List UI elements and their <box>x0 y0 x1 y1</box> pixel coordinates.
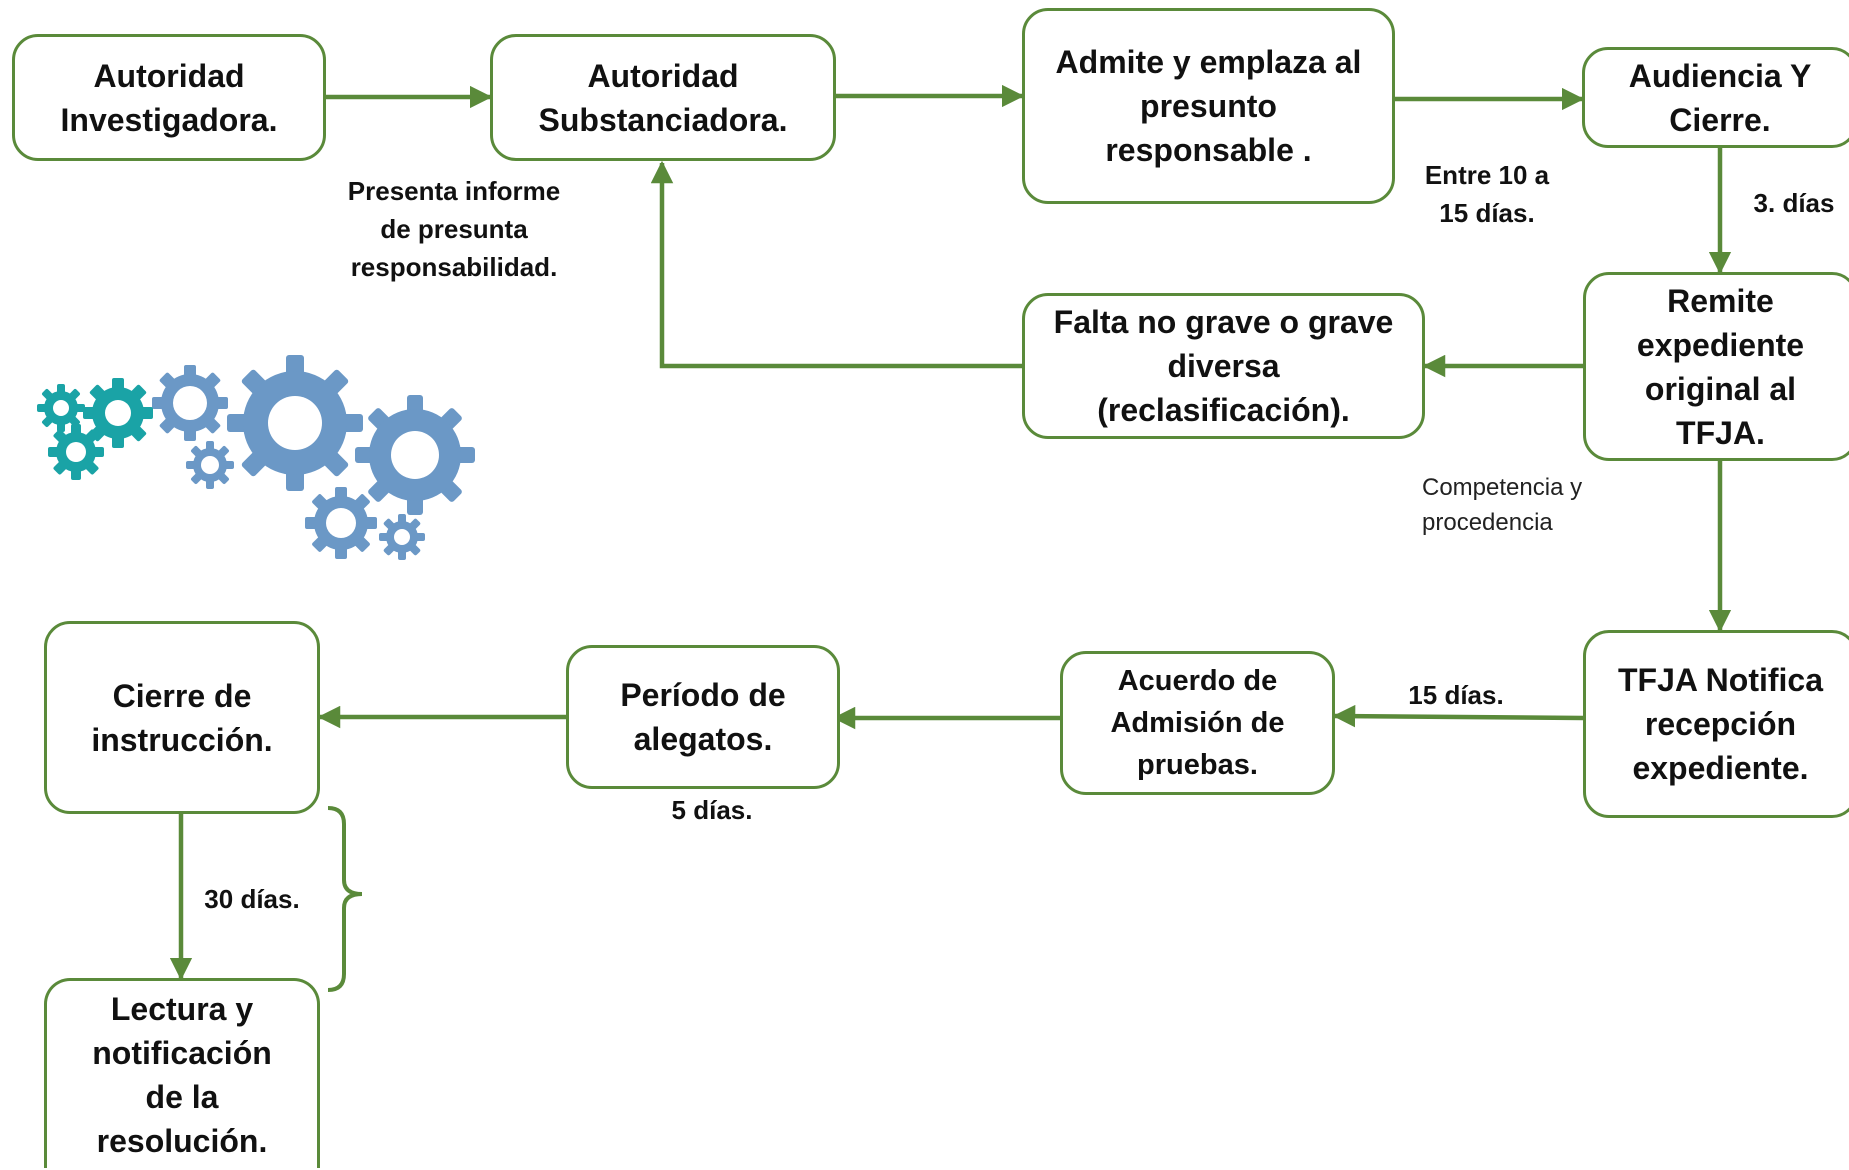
gear-bottom <box>305 487 377 559</box>
box-autoridad-substanciadora: Autoridad Substanciadora. <box>490 34 836 161</box>
gear-right <box>355 395 475 515</box>
box-admite-emplaza: Admite y emplaza al presunto responsable… <box>1022 8 1395 204</box>
arrow-falta-substanciadora <box>650 160 1022 369</box>
gear-small-a <box>186 441 234 489</box>
brace <box>327 806 363 992</box>
arrow-tfja-acuerdo <box>1332 704 1584 728</box>
box-audiencia-cierre: Audiencia Y Cierre. <box>1582 47 1849 148</box>
box-cierre-instruccion: Cierre de instrucción. <box>44 621 320 814</box>
box-autoridad-investigadora: Autoridad Investigadora. <box>12 34 326 161</box>
box-periodo-alegatos: Período de alegatos. <box>566 645 840 789</box>
gear-large <box>227 355 363 491</box>
box-lectura-notificacion: Lectura y notificación de la resolución. <box>44 978 320 1168</box>
gear-teal-c <box>48 424 104 480</box>
label-30-dias: 30 días. <box>204 884 300 914</box>
gear-teal-b <box>37 384 85 432</box>
label-15-dias: 15 días. <box>1408 680 1504 710</box>
label-presenta-informe: Presenta informe de presunta responsabil… <box>347 176 561 282</box>
gears-icon <box>37 355 475 560</box>
box-acuerdo-admision: Acuerdo de Admisión de pruebas. <box>1060 651 1335 795</box>
box-falta-no-grave: Falta no grave o grave diversa (reclasif… <box>1022 293 1425 439</box>
label-5-dias: 5 días. <box>671 795 753 825</box>
box-tfja-notifica: TFJA Notifica recepción expediente. <box>1583 630 1849 818</box>
gear-small-b <box>379 514 425 560</box>
gear-mid <box>152 365 228 441</box>
box-remite-expediente: Remite expediente original al TFJA. <box>1583 272 1849 461</box>
label-entre-10-15-dias: Entre 10 a 15 días. <box>1424 160 1550 228</box>
label-competencia-procedencia: Competencia y procedencia <box>1422 474 1583 536</box>
label-3-dias: 3. días <box>1753 188 1835 218</box>
gear-teal-a <box>83 378 153 448</box>
